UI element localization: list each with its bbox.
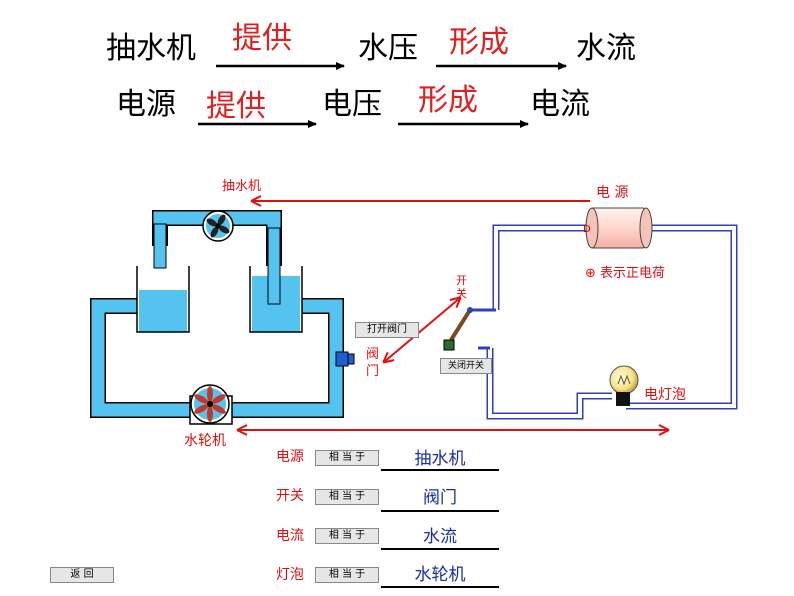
row2-fill-form: 形成 (418, 83, 478, 118)
row1-fill-provide: 提供 (232, 21, 292, 56)
pump-icon (202, 210, 234, 242)
bulb-icon (609, 365, 639, 406)
analogy-arrows (198, 62, 567, 128)
battery-icon: D (583, 207, 653, 249)
label-pump: 抽水机 (222, 179, 262, 194)
row1-term-pump: 抽水机 (106, 31, 196, 66)
positive-charge-legend: ⊕ 表示正电荷 (585, 262, 665, 281)
answer-underline (381, 510, 499, 512)
label-bulb: 电灯泡 (644, 387, 686, 403)
electric-circuit (472, 224, 738, 420)
row1-fill-form: 形成 (449, 25, 509, 60)
positive-charge-icon: ⊕ (585, 266, 596, 281)
equivalent-button-1[interactable]: 相 当 于 (315, 489, 379, 505)
water-circuit (90, 210, 344, 418)
analogy-red-arrows (236, 195, 670, 436)
row2-term-current: 电流 (530, 87, 590, 122)
turbine-icon (189, 384, 233, 425)
answer-underline (381, 586, 499, 588)
answer-underline (381, 548, 499, 550)
equivalent-term-1: 开关 (276, 488, 304, 504)
equivalent-button-0[interactable]: 相 当 于 (315, 450, 379, 466)
equivalent-button-2[interactable]: 相 当 于 (315, 528, 379, 544)
label-valve: 阀 门 (366, 347, 380, 379)
answer-underline (381, 469, 499, 471)
equivalent-answer-0: 抽水机 (414, 449, 466, 469)
equivalent-answer-1: 阀门 (423, 488, 457, 508)
equivalent-answer-2: 水流 (423, 527, 457, 547)
label-turbine: 水轮机 (184, 433, 226, 449)
close-switch-button[interactable]: 关闭开关 (440, 358, 492, 374)
row2-fill-provide: 提供 (206, 89, 266, 124)
valve-icon (335, 351, 355, 367)
label-switch: 开 关 (456, 274, 467, 300)
label-power-source: 电 源 (596, 185, 629, 201)
equivalent-term-2: 电流 (276, 528, 304, 544)
equivalent-term-0: 电源 (276, 449, 304, 465)
row1-term-water-flow: 水流 (576, 31, 636, 66)
equivalent-answer-3: 水轮机 (414, 565, 466, 585)
svg-text:D: D (583, 224, 591, 235)
positive-charge-text: 表示正电荷 (600, 266, 666, 281)
switch-icon (443, 307, 473, 351)
equivalent-button-3[interactable]: 相 当 于 (315, 567, 379, 583)
open-valve-button[interactable]: 打开阀门 (355, 322, 419, 338)
row2-term-voltage: 电压 (322, 87, 382, 122)
row2-term-power-source: 电源 (116, 87, 176, 122)
arrow-valve-switch (382, 296, 462, 364)
row1-term-water-pressure: 水压 (358, 31, 418, 66)
equivalent-term-3: 灯泡 (276, 567, 304, 583)
back-button[interactable]: 返 回 (50, 567, 114, 583)
